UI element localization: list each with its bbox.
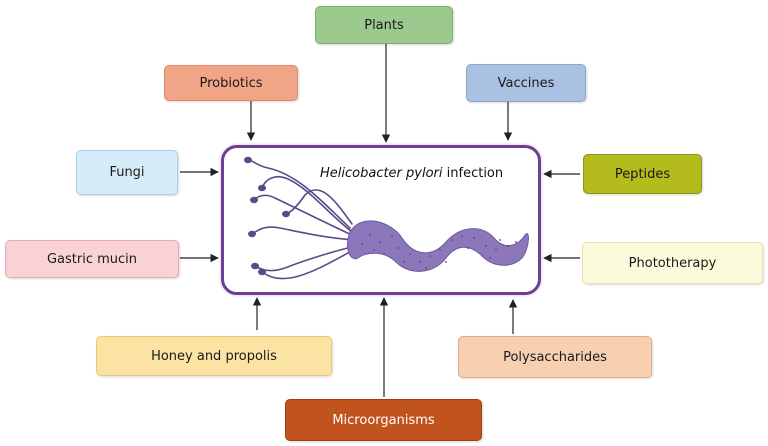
factor-box-microorganisms: Microorganisms	[285, 399, 482, 441]
center-title-rest: infection	[442, 166, 504, 181]
factor-label-gastric-mucin: Gastric mucin	[46, 251, 138, 267]
flagellum-tip-7	[282, 210, 290, 218]
flagellum-2	[261, 175, 353, 233]
bacterium-body	[347, 220, 529, 272]
factor-label-honey-propolis: Honey and propolis	[151, 348, 277, 364]
flagellum-6	[261, 247, 358, 280]
flagellum-5	[254, 245, 357, 272]
bacterium-speckle-9	[450, 238, 454, 242]
factor-label-microorganisms: Microorganisms	[332, 412, 435, 428]
flagellum-4	[251, 226, 356, 241]
factor-box-plants: Plants	[315, 6, 453, 44]
bacterium-speckle-5	[408, 252, 412, 256]
bacterium-speckle-14	[506, 244, 510, 248]
center-title-italic: Helicobacter pylori	[320, 166, 443, 181]
factor-label-plants: Plants	[364, 17, 404, 33]
bacterium-speckle-21	[360, 242, 364, 246]
factor-box-fungi: Fungi	[76, 150, 178, 195]
bacterium-speckle-24	[498, 238, 502, 242]
factor-label-fungi: Fungi	[109, 165, 145, 180]
flagellum-3	[253, 194, 355, 237]
bacterium-speckle-12	[484, 244, 488, 248]
flagellum-tip-5	[251, 262, 259, 270]
factor-label-probiotics: Probiotics	[199, 75, 263, 91]
bacterium-speckle-22	[372, 248, 376, 252]
bacterium-speckle-18	[424, 266, 428, 270]
factor-label-peptides: Peptides	[614, 166, 671, 182]
factor-box-probiotics: Probiotics	[164, 65, 298, 101]
factor-box-phototherapy: Phototherapy	[582, 242, 763, 284]
bacterium-speckle-16	[382, 252, 386, 256]
factor-label-polysaccharides: Polysaccharides	[503, 349, 607, 365]
bacterium-speckle-1	[368, 233, 372, 237]
bacterium-speckle-20	[488, 256, 492, 260]
center-title: Helicobacter pylori infection	[320, 166, 503, 181]
bacterium-speckle-11	[472, 236, 476, 240]
bacterium-speckle-2	[378, 240, 382, 244]
bacterium-speckle-6	[418, 260, 422, 264]
bacterium-speckle-4	[396, 246, 400, 250]
flagellum-tip-3	[250, 196, 258, 204]
flagellum-tip-1	[244, 156, 252, 164]
bacterium-speckle-19	[466, 246, 470, 250]
factor-box-gastric-mucin: Gastric mucin	[5, 240, 179, 278]
flagellum-tip-4	[248, 230, 256, 238]
bacterium-speckle-7	[428, 254, 432, 258]
bacterium-speckle-15	[514, 240, 518, 244]
bacterium-speckle-3	[390, 234, 394, 238]
flagellum-tip-2	[258, 184, 266, 192]
flagellum-1	[247, 159, 351, 229]
factor-box-vaccines: Vaccines	[466, 64, 586, 102]
factor-label-phototherapy: Phototherapy	[628, 255, 717, 271]
bacterium-speckle-13	[494, 248, 498, 252]
factor-label-vaccines: Vaccines	[497, 75, 555, 91]
factor-box-peptides: Peptides	[583, 154, 702, 194]
flagellum-7	[285, 189, 353, 225]
flagellum-tip-6	[258, 268, 266, 276]
bacterium-speckle-23	[444, 260, 448, 264]
factor-box-polysaccharides: Polysaccharides	[458, 336, 652, 378]
bacterium-speckle-10	[460, 234, 464, 238]
bacterium-speckle-17	[402, 260, 406, 264]
factor-box-honey-propolis: Honey and propolis	[96, 336, 332, 376]
bacterium-speckle-8	[438, 248, 442, 252]
